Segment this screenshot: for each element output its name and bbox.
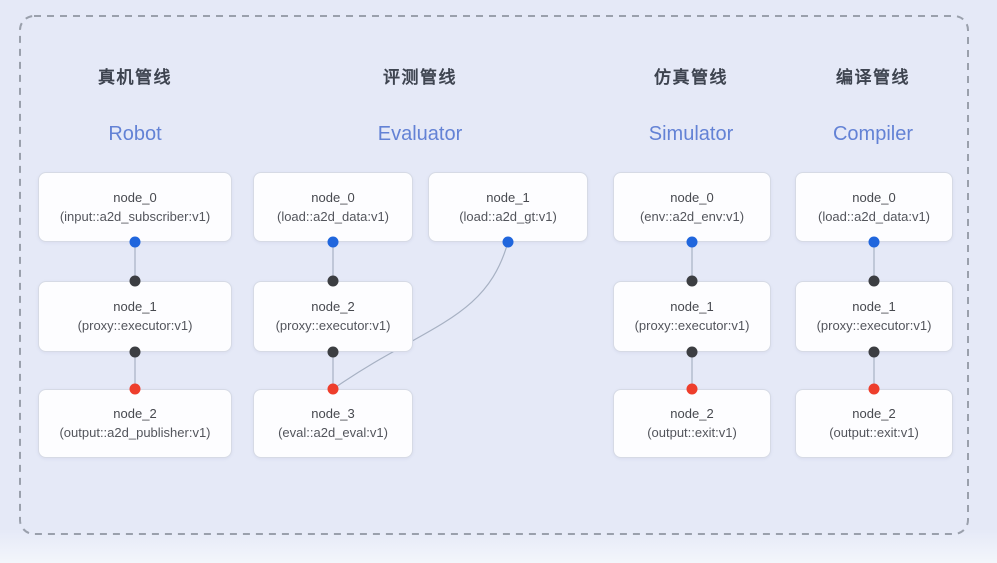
pipeline-title-en-evaluator: Evaluator	[377, 123, 463, 145]
node-type-label: (proxy::executor:v1)	[634, 318, 750, 333]
node-label: node_2	[852, 406, 896, 421]
node-card-evaluator-node_2[interactable]: node_2(proxy::executor:v1)	[253, 281, 413, 352]
port-red-evaluator-node_3-top[interactable]	[327, 383, 339, 395]
pipeline-title-en-compiler: Compiler	[832, 123, 914, 145]
node-label: node_1	[852, 299, 896, 314]
port-dark-robot-node_1-bottom[interactable]	[129, 346, 141, 358]
node-card-evaluator-node_3[interactable]: node_3(eval::a2d_eval:v1)	[253, 389, 413, 458]
port-dark-simulator-node_1-bottom[interactable]	[686, 346, 698, 358]
pipeline-title-zh-robot: 真机管线	[98, 68, 172, 87]
node-card-simulator-node_1[interactable]: node_1(proxy::executor:v1)	[613, 281, 771, 352]
node-type-label: (output::a2d_publisher:v1)	[59, 425, 211, 440]
node-type-label: (input::a2d_subscriber:v1)	[59, 208, 211, 224]
node-card-evaluator-node_0[interactable]: node_0(load::a2d_data:v1)	[253, 172, 413, 242]
node-card-evaluator-node_1[interactable]: node_1(load::a2d_gt:v1)	[428, 172, 588, 242]
port-dark-simulator-node_1-top[interactable]	[686, 275, 698, 287]
port-red-robot-node_2-top[interactable]	[129, 383, 141, 395]
port-red-simulator-node_2-top[interactable]	[686, 383, 698, 395]
node-label: node_2	[113, 406, 157, 421]
node-type-label: (proxy::executor:v1)	[77, 318, 193, 333]
node-label: node_1	[486, 189, 530, 205]
node-type-label: (load::a2d_data:v1)	[817, 208, 931, 224]
node-card-robot-node_1[interactable]: node_1(proxy::executor:v1)	[38, 281, 232, 352]
node-type-label: (output::exit:v1)	[829, 425, 919, 440]
node-card-compiler-node_2[interactable]: node_2(output::exit:v1)	[795, 389, 953, 458]
pipeline-title-zh-simulator: 仿真管线	[654, 68, 728, 87]
node-label: node_0	[670, 189, 714, 205]
node-type-label: (load::a2d_gt:v1)	[459, 208, 557, 224]
pipeline-title-en-simulator: Simulator	[648, 123, 734, 145]
port-red-compiler-node_2-top[interactable]	[868, 383, 880, 395]
node-card-robot-node_0[interactable]: node_0(input::a2d_subscriber:v1)	[38, 172, 232, 242]
pipeline-title-zh-evaluator: 评测管线	[383, 68, 457, 87]
port-dark-evaluator-node_2-top[interactable]	[327, 275, 339, 287]
node-type-label: (env::a2d_env:v1)	[639, 208, 745, 224]
node-label: node_2	[670, 406, 714, 421]
node-type-label: (load::a2d_data:v1)	[276, 208, 390, 224]
port-blue-robot-node_0-bottom[interactable]	[129, 236, 141, 248]
port-blue-simulator-node_0-bottom[interactable]	[686, 236, 698, 248]
node-label: node_0	[852, 189, 896, 205]
port-blue-compiler-node_0-bottom[interactable]	[868, 236, 880, 248]
port-blue-evaluator-node_1-bottom[interactable]	[502, 236, 514, 248]
port-dark-compiler-node_1-bottom[interactable]	[868, 346, 880, 358]
node-label: node_2	[311, 299, 355, 314]
pipeline-title-en-robot: Robot	[108, 123, 162, 145]
node-label: node_3	[311, 406, 355, 421]
node-card-compiler-node_1[interactable]: node_1(proxy::executor:v1)	[795, 281, 953, 352]
node-label: node_1	[113, 299, 157, 314]
node-card-robot-node_2[interactable]: node_2(output::a2d_publisher:v1)	[38, 389, 232, 458]
port-dark-evaluator-node_2-bottom[interactable]	[327, 346, 339, 358]
port-blue-evaluator-node_0-bottom[interactable]	[327, 236, 339, 248]
port-dark-compiler-node_1-top[interactable]	[868, 275, 880, 287]
node-type-label: (proxy::executor:v1)	[816, 318, 932, 333]
node-card-simulator-node_2[interactable]: node_2(output::exit:v1)	[613, 389, 771, 458]
node-type-label: (eval::a2d_eval:v1)	[278, 425, 388, 440]
port-dark-robot-node_1-top[interactable]	[129, 275, 141, 287]
node-type-label: (output::exit:v1)	[647, 425, 737, 440]
node-type-label: (proxy::executor:v1)	[275, 318, 391, 333]
node-label: node_1	[670, 299, 714, 314]
pipeline-title-zh-compiler: 编译管线	[836, 68, 910, 87]
node-card-simulator-node_0[interactable]: node_0(env::a2d_env:v1)	[613, 172, 771, 242]
node-label: node_0	[113, 189, 157, 205]
node-label: node_0	[311, 189, 355, 205]
node-card-compiler-node_0[interactable]: node_0(load::a2d_data:v1)	[795, 172, 953, 242]
